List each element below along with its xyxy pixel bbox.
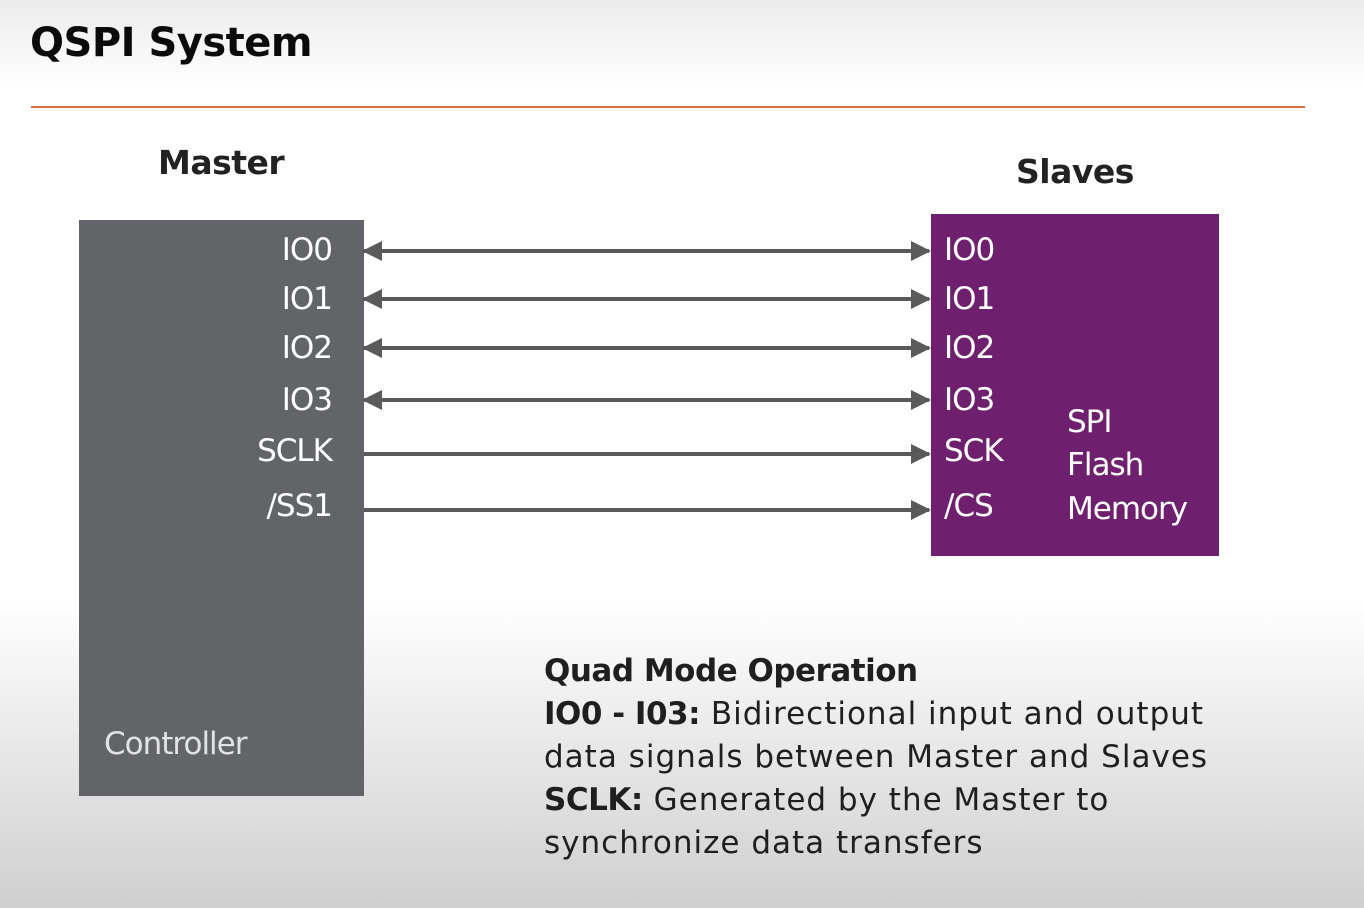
slaves-heading: Slaves — [1016, 152, 1134, 191]
description-io-term: IO0 - I03: — [544, 696, 700, 732]
description-io-line-2: data signals between Master and Slaves — [544, 739, 1209, 775]
slave-device-label: SPI Flash Memory — [1067, 401, 1188, 531]
master-controller-block: IO0 IO1 IO2 IO3 SCLK /SS1 Controller — [79, 220, 364, 796]
title-divider — [31, 106, 1305, 108]
description-sclk-term: SCLK: — [544, 782, 643, 818]
slave-pin-io0: IO0 — [944, 232, 995, 268]
slave-device-label-line-1: SPI — [1067, 404, 1113, 440]
slave-pin-io3: IO3 — [944, 382, 995, 418]
master-pin-io0: IO0 — [281, 232, 333, 268]
master-pin-sclk: SCLK — [257, 433, 333, 469]
description-block: Quad Mode Operation IO0 - I03: Bidirecti… — [544, 650, 1344, 865]
master-pin-io3: IO3 — [281, 382, 333, 418]
slave-device-label-line-2: Flash — [1067, 447, 1144, 484]
master-controller-label: Controller — [104, 726, 247, 762]
slave-pin-sck: SCK — [944, 433, 1004, 469]
slave-device-label-line-3: Memory — [1067, 490, 1188, 527]
page-title: QSPI System — [30, 20, 313, 66]
slave-pin-io2: IO2 — [944, 330, 995, 366]
master-pin-ss1: /SS1 — [266, 488, 333, 524]
master-pin-io2: IO2 — [281, 330, 333, 366]
description-sclk-line-1: SCLK: Generated by the Master to — [544, 779, 1344, 822]
description-io-text-1: Bidirectional input and output — [699, 696, 1205, 732]
description-heading: Quad Mode Operation — [544, 653, 918, 689]
slave-pin-io1: IO1 — [944, 281, 995, 317]
master-heading: Master — [158, 143, 285, 182]
description-io-line-1: IO0 - I03: Bidirectional input and outpu… — [544, 693, 1344, 736]
slave-pin-cs: /CS — [944, 488, 994, 524]
master-pin-io1: IO1 — [281, 281, 333, 317]
description-sclk-line-2: synchronize data transfers — [544, 825, 984, 861]
description-sclk-text-1: Generated by the Master to — [642, 782, 1110, 818]
slave-flash-memory-block: IO0 IO1 IO2 IO3 SCK /CS SPI Flash Memory — [931, 214, 1219, 556]
